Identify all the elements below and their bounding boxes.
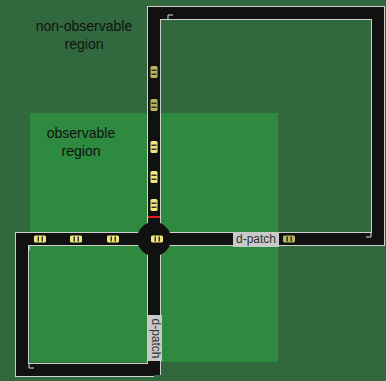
region-label: non-observable region	[22, 17, 146, 53]
region-label: observable region	[38, 124, 124, 160]
d-patch-box: d-patch	[147, 315, 162, 361]
patch-label: d-patch	[147, 318, 162, 358]
patch-label: d-patch	[236, 232, 276, 247]
d-patch-box: d-patch	[233, 232, 279, 247]
